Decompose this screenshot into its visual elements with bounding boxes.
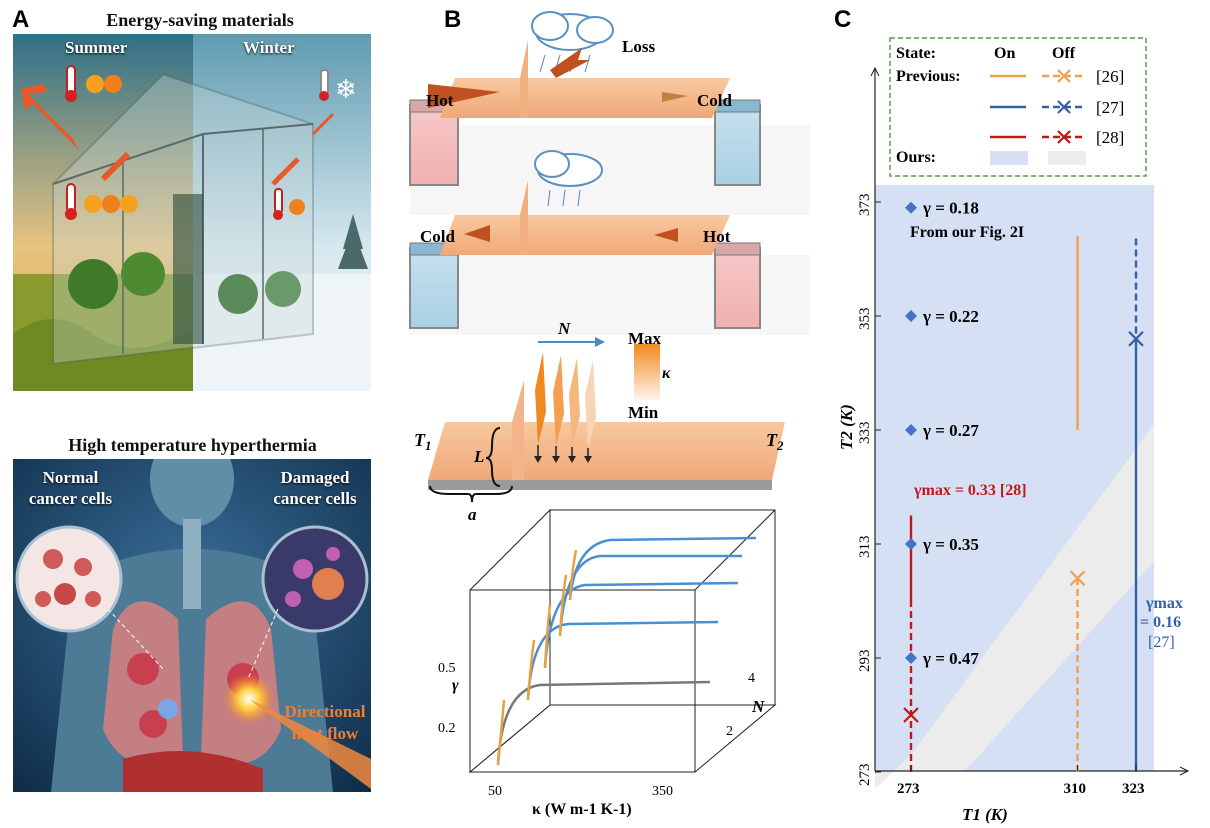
plot-y-label: γ <box>452 677 459 694</box>
loss-label: Loss <box>622 37 655 56</box>
y-tick-label-5: 373 <box>857 194 873 217</box>
panel-c-chart: State: On Off Previous: Ours: [26] [27] … <box>837 37 1190 824</box>
panel-a-letter: A <box>12 6 30 33</box>
fin-structure <box>428 337 785 503</box>
gmax-27-label-1: γmax <box>1145 595 1183 612</box>
legend-cross-0 <box>1057 69 1071 83</box>
plot-background <box>875 184 1154 790</box>
t2-label: T2 <box>766 430 784 453</box>
legend-ours-off <box>1048 151 1086 165</box>
ours-off-band <box>875 424 1154 790</box>
plot-n-tick-0: 4 <box>748 671 755 686</box>
gmax-27-label-3: [27] <box>1148 634 1175 651</box>
gamma-point-2 <box>905 424 917 436</box>
x-tick-label-1: 310 <box>1064 781 1087 797</box>
gamma-point-label-0: γ = 0.18 <box>922 199 979 218</box>
x-tick-label-0: 273 <box>897 781 920 797</box>
device-forward <box>409 11 810 215</box>
plot-y-tick-0: 0.5 <box>438 661 456 676</box>
min-label: Min <box>628 403 659 422</box>
legend-ref-26: [26] <box>1096 67 1124 86</box>
x-tick-label-2: 323 <box>1122 781 1145 797</box>
svg-text:❄: ❄ <box>335 75 357 104</box>
legend-on: On <box>994 45 1015 62</box>
gmax-28-label: γmax = 0.33 [28] <box>913 482 1027 499</box>
device-reverse <box>409 150 810 335</box>
kappa-label: κ <box>662 365 671 382</box>
plot-n-label: N <box>751 697 765 716</box>
legend-ours-on <box>990 151 1028 165</box>
panel-c-letter: C <box>834 6 852 33</box>
legend-ours: Ours: <box>896 149 936 166</box>
y-tick-label-4: 353 <box>857 308 873 331</box>
t1-label: T1 <box>414 430 432 453</box>
gmax-27-label-2: = 0.16 <box>1140 614 1181 631</box>
gamma-point-label-4: γ = 0.47 <box>922 649 979 668</box>
legend-lines <box>990 69 1086 165</box>
series-[28]-cross <box>903 707 919 723</box>
x-axis-arrow <box>1179 766 1190 776</box>
y-tick-label-2: 313 <box>857 536 873 559</box>
plot-n-tick-1: 2 <box>726 724 733 739</box>
gamma-point-4 <box>905 652 917 664</box>
legend-off: Off <box>1052 45 1076 62</box>
panel-b-figure: Loss Hot Cold Cold Hot <box>409 11 810 818</box>
y-tick-label-0: 273 <box>857 764 873 787</box>
c-x-label: T1 (K) <box>962 805 1008 824</box>
plot-ticks: 273 293 313 333 353 373 273 310 323 <box>857 194 1145 798</box>
legend-cross-1 <box>1057 100 1071 114</box>
cold-label-bottom: Cold <box>420 227 456 246</box>
gamma-point-3 <box>905 538 917 550</box>
panel-b-letter: B <box>444 6 462 33</box>
plot-x-tick-0: 50 <box>488 784 502 799</box>
max-label: Max <box>628 329 662 348</box>
greenhouse-illustration: ❄ Summer Winter <box>13 34 371 391</box>
plot-y-tick-1: 0.2 <box>438 721 456 736</box>
winter-label: Winter <box>243 38 295 57</box>
y-axis-arrow <box>870 66 880 77</box>
y-tick-label-3: 333 <box>857 422 873 445</box>
gamma-point-label-2: γ = 0.27 <box>922 421 979 440</box>
legend-ref-27: [27] <box>1096 98 1124 117</box>
gamma-3d-plot <box>468 508 777 774</box>
energy-saving-title: Energy-saving materials <box>106 10 294 30</box>
cold-label-top: Cold <box>697 91 733 110</box>
legend-ref-28: [28] <box>1096 128 1124 147</box>
n-label: N <box>557 319 571 338</box>
gamma-point-1 <box>905 310 917 322</box>
gamma-point-label-3: γ = 0.35 <box>922 535 979 554</box>
from-fig-label: From our Fig. 2I <box>910 224 1024 241</box>
legend-cross-2 <box>1057 130 1071 144</box>
plot-x-label: κ (W m-1 K-1) <box>532 801 632 818</box>
a-label: a <box>468 505 477 524</box>
hot-label-bottom: Hot <box>703 227 731 246</box>
c-y-label: T2 (K) <box>837 404 856 450</box>
gamma-point-label-1: γ = 0.22 <box>922 307 979 326</box>
series-[27]-cross <box>1128 331 1144 347</box>
series-[26]-cross <box>1069 570 1086 586</box>
legend-state: State: <box>896 45 936 62</box>
summer-label: Summer <box>65 38 128 57</box>
plot-marks: γ = 0.18 γ = 0.22 γ = 0.27 γ = 0.35 γ = 0.47 <box>903 199 1144 772</box>
hyperthermia-title: High temperature hyperthermia <box>68 435 317 455</box>
legend-previous: Previous: <box>896 68 961 85</box>
gamma-point-0 <box>905 201 917 214</box>
hot-label-top: Hot <box>426 91 454 110</box>
y-tick-label-1: 293 <box>857 650 873 673</box>
plot-x-tick-1: 350 <box>652 784 673 799</box>
l-label: L <box>473 447 484 466</box>
